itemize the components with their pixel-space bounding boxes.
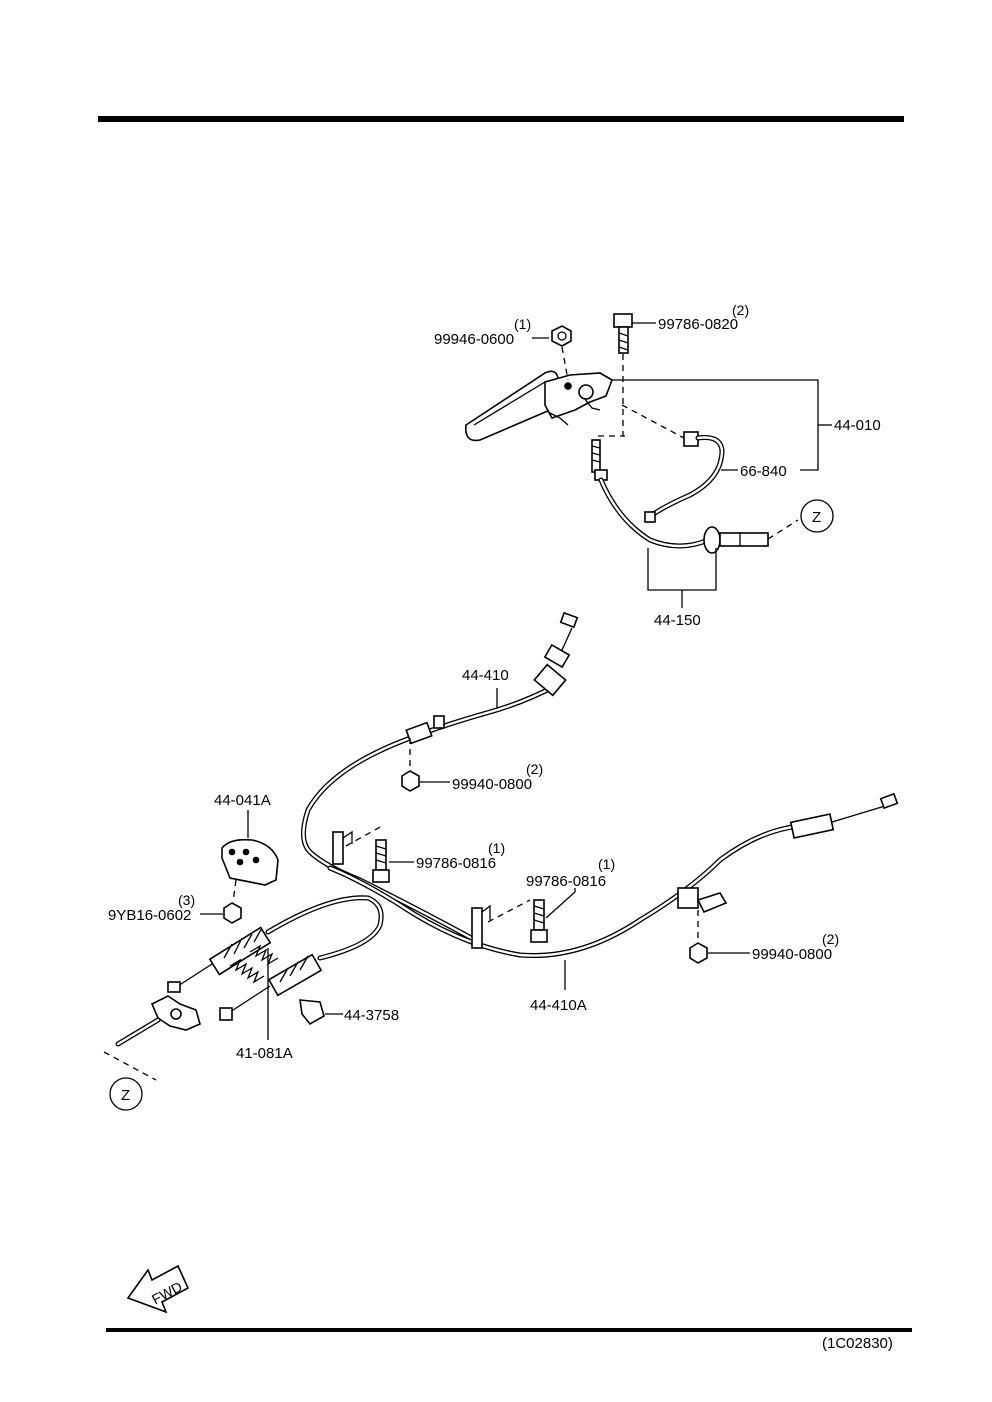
label-99940-0800-upper: 99940-0800 [452,776,532,793]
bolt-99786-0820 [598,313,656,437]
nut-99940-0800-lower [689,910,750,964]
switch-66-840 [621,404,738,523]
qty-99940-0800-lower: (2) [822,931,839,947]
bolt-99786-0816-left [345,825,414,883]
ref-z-top: Z [812,509,821,526]
cover-44-041A [200,810,279,924]
label-99786-0816-left: 99786-0816 [416,855,496,872]
label-99786-0816-right: 99786-0816 [526,873,606,890]
parking-brake-lever [464,370,613,442]
label-44-3758: 44-3758 [344,1007,399,1024]
label-99786-0820: 99786-0820 [658,316,738,333]
qty-99940-0800-upper: (2) [526,761,543,777]
bolt-99786-0816-right [487,888,576,943]
top-rule [98,116,904,122]
label-9YB16-0602: 9YB16-0602 [108,907,191,924]
front-cable-44-150 [591,439,799,554]
qty-99786-0816-right: (1) [598,856,615,872]
label-44-041A: 44-041A [214,792,271,809]
nut-99946-0600 [532,325,572,381]
label-44-010: 44-010 [834,417,881,434]
nut-99940-0800-upper [401,738,450,792]
equalizer-assembly [103,895,384,1081]
bracket-44-150 [647,548,717,591]
qty-9YB16-0602: (3) [178,892,195,908]
label-44-150: 44-150 [654,612,701,629]
label-44-410A: 44-410A [530,997,587,1014]
label-66-840: 66-840 [740,463,787,480]
ref-z-top-circle [800,499,834,533]
ref-z-bottom-circle [109,1077,143,1111]
fwd-arrow-icon [126,1264,190,1314]
bottom-rule [106,1328,912,1332]
qty-99946-0600: (1) [514,316,531,332]
qty-99786-0820: (2) [732,302,749,318]
cable-clamps [332,830,491,949]
label-41-081A: 41-081A [236,1045,293,1062]
label-99940-0800-lower: 99940-0800 [752,946,832,963]
label-99946-0600: 99946-0600 [434,331,514,348]
rear-cable-44-410A [327,792,899,959]
qty-99786-0816-left: (1) [488,840,505,856]
ref-z-bottom: Z [121,1087,130,1104]
drawing-code: (1C02830) [822,1335,893,1352]
label-44-410: 44-410 [462,667,509,684]
bracket-44-010 [612,379,819,471]
